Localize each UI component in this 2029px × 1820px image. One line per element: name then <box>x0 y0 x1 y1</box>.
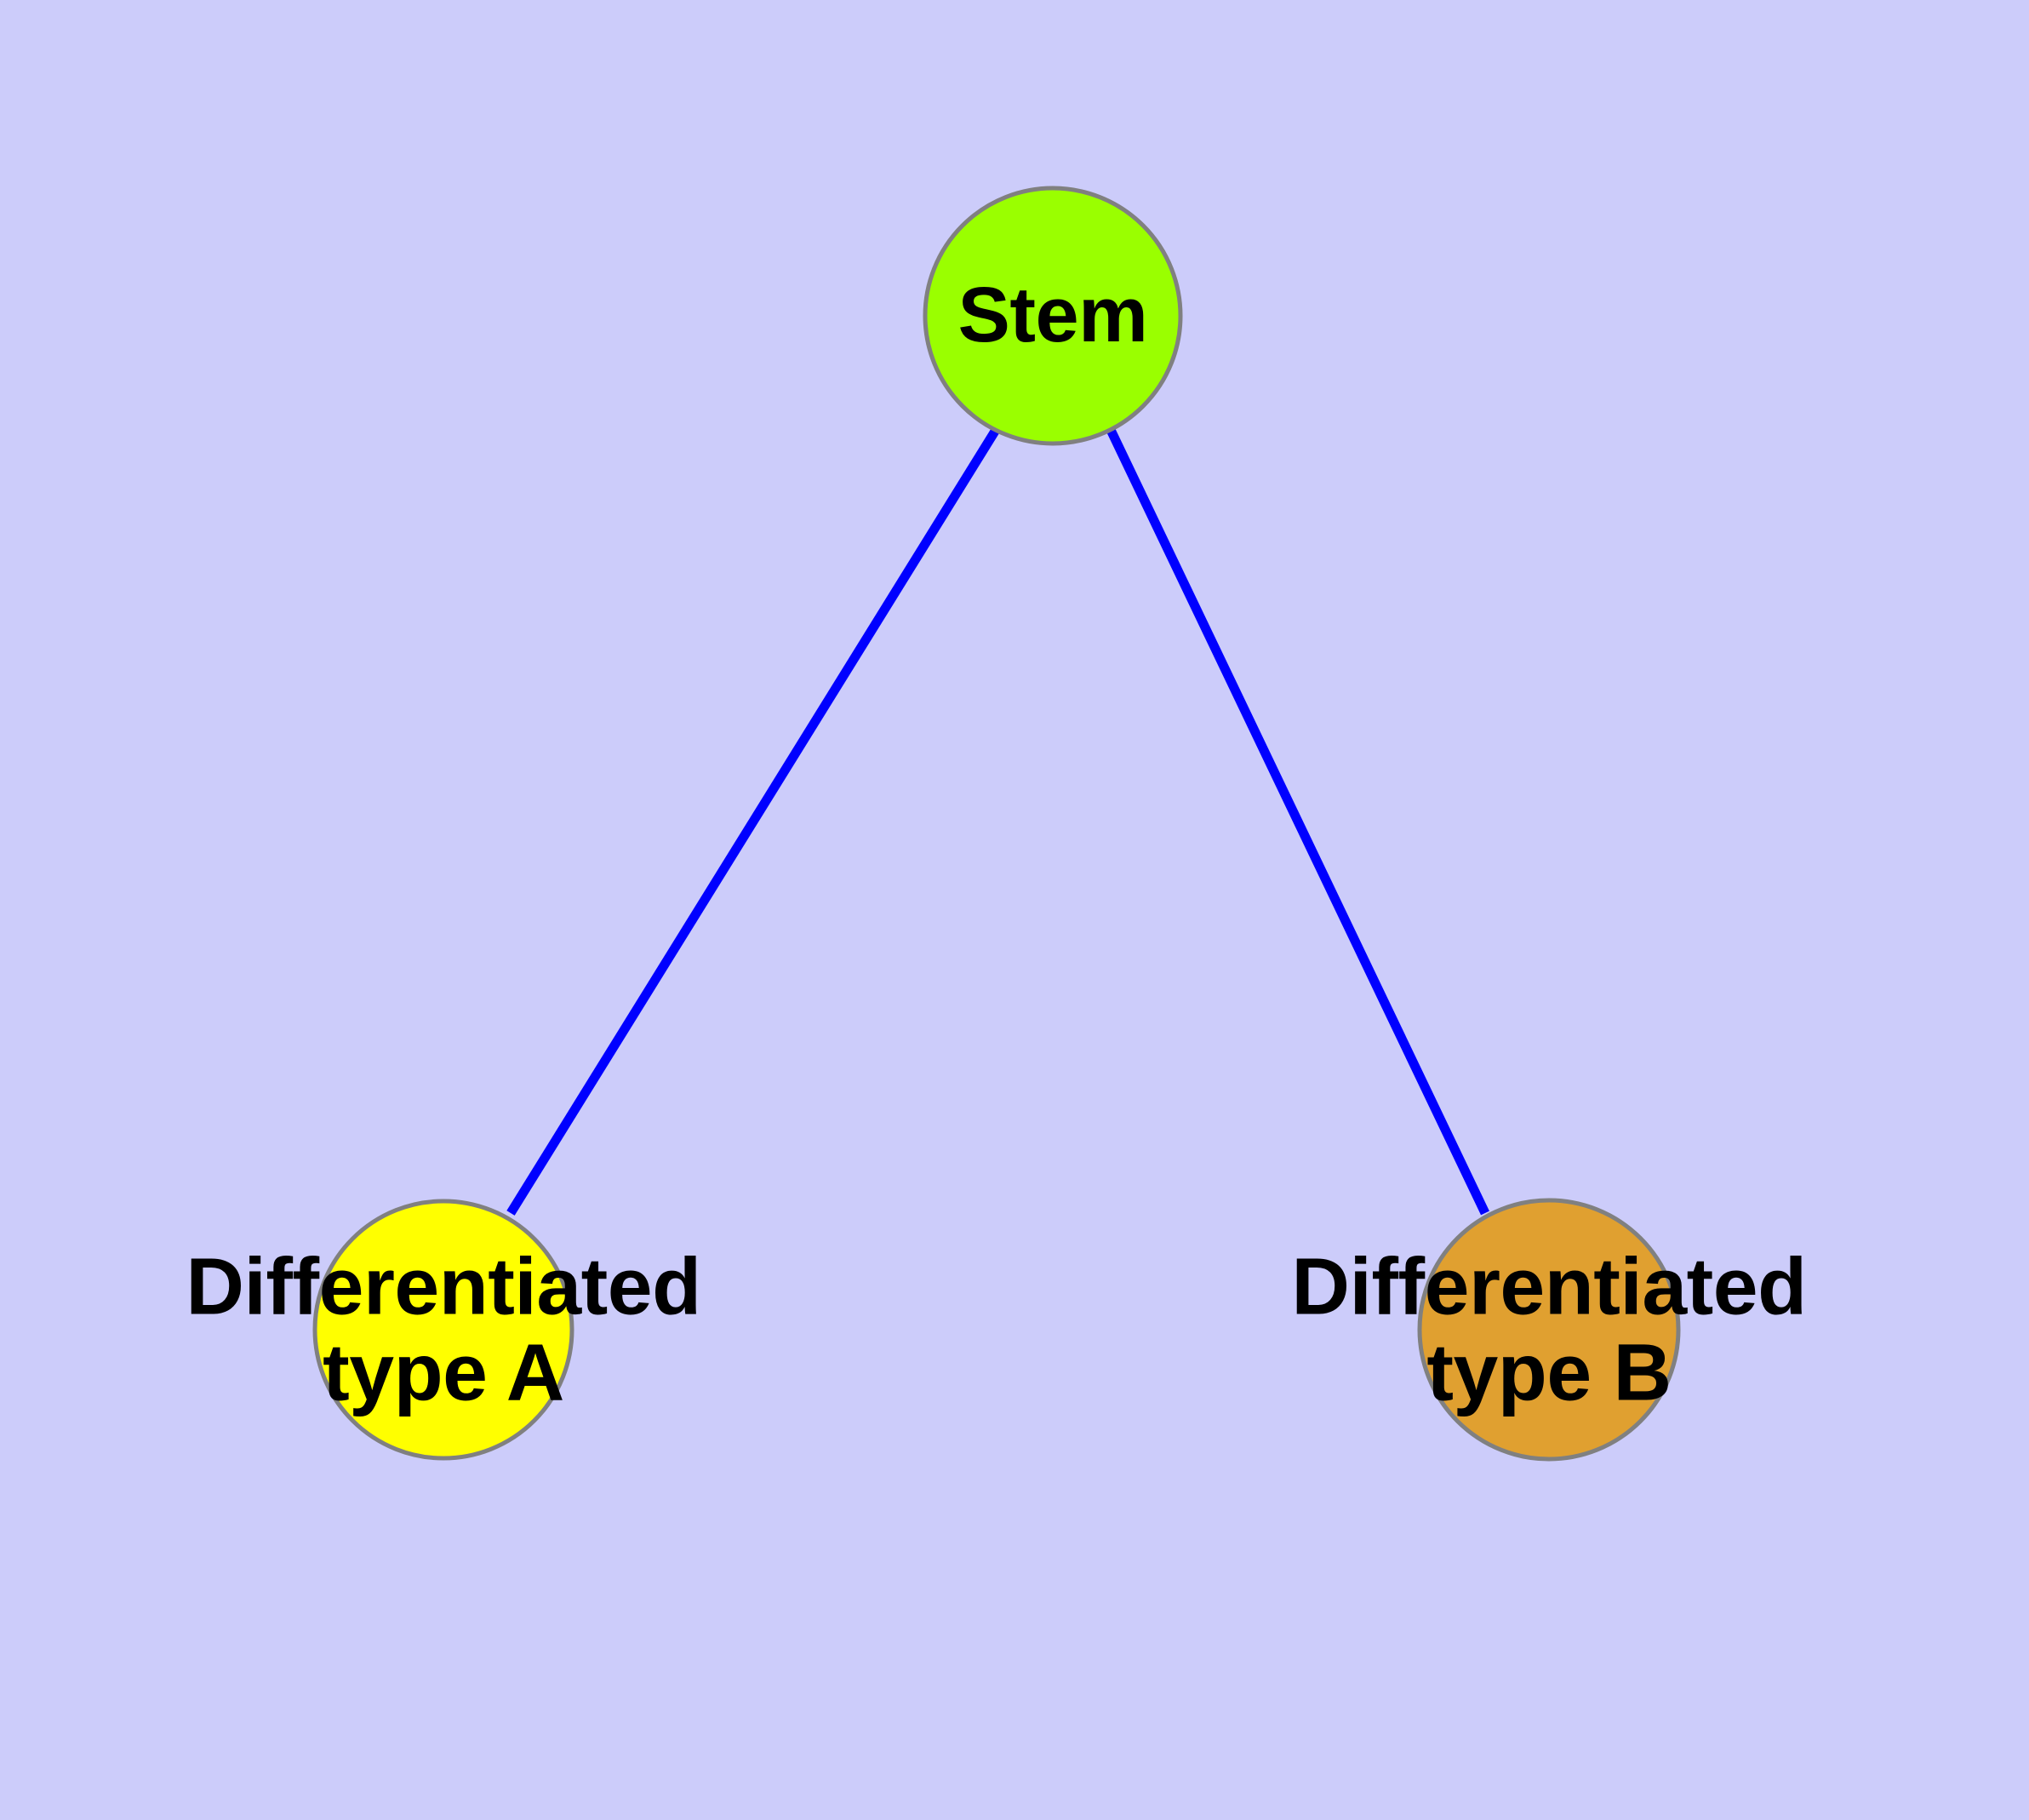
edge-stem-to-differentiated-type-a <box>506 427 1000 1216</box>
node-stem[interactable] <box>923 186 1183 446</box>
edge-layer <box>506 427 1489 1216</box>
node-differentiated-type-b[interactable] <box>1417 1198 1681 1462</box>
edge-stem-to-differentiated-type-b <box>1106 427 1489 1216</box>
node-differentiated-type-a[interactable] <box>312 1199 574 1461</box>
node-layer <box>312 186 1681 1462</box>
